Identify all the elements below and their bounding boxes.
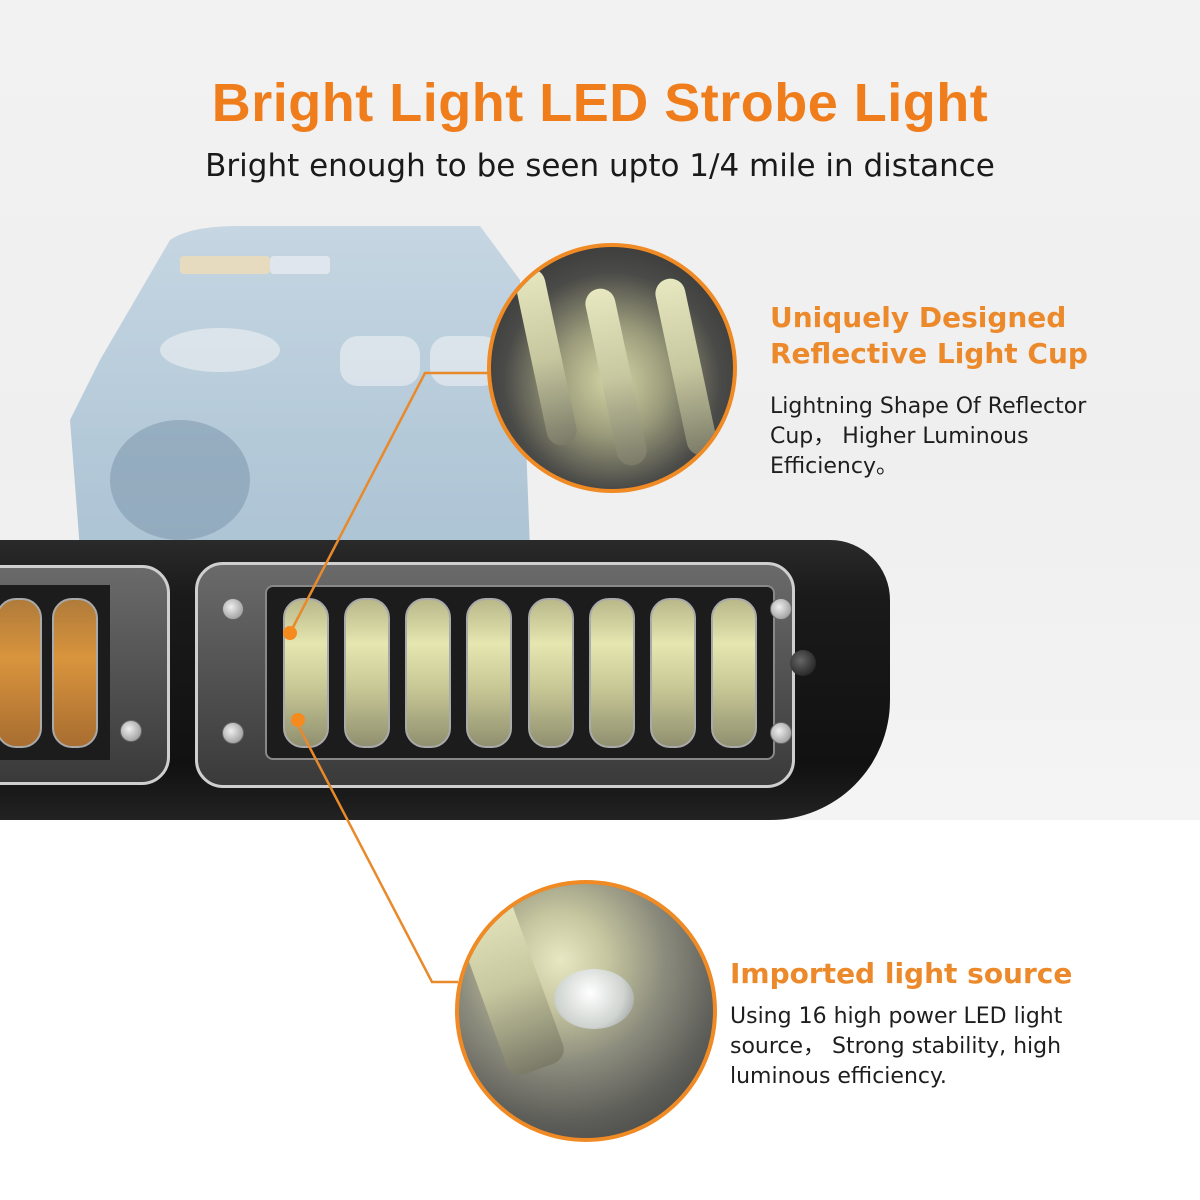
body-line: luminous efficiency. xyxy=(730,1064,947,1089)
police-car-image xyxy=(70,226,530,550)
callout-dot xyxy=(291,713,305,727)
main-lens xyxy=(265,585,775,760)
reflector-cup-closeup xyxy=(487,243,737,493)
heading-line: Uniquely Designed xyxy=(770,301,1067,334)
body-line: Cup， Higher Luminous xyxy=(770,424,1029,449)
led-white xyxy=(405,597,452,748)
led-white xyxy=(650,597,697,748)
mount-bolt xyxy=(790,650,816,676)
screw-icon xyxy=(770,722,792,744)
screw-icon xyxy=(120,720,142,742)
left-lens xyxy=(0,585,110,760)
led-white xyxy=(466,597,513,748)
body-line: source， Strong stability, high xyxy=(730,1034,1062,1059)
led-dome xyxy=(554,969,634,1029)
screw-icon xyxy=(222,722,244,744)
callout-dot xyxy=(283,626,297,640)
page-subtitle: Bright enough to be seen upto 1/4 mile i… xyxy=(205,148,995,184)
callout-heading-reflective-cup: Uniquely Designed Reflective Light Cup xyxy=(770,300,1170,372)
callout-body-reflective-cup: Lightning Shape Of Reflector Cup， Higher… xyxy=(770,392,1160,482)
heading-line: Reflective Light Cup xyxy=(770,337,1088,370)
led-white xyxy=(343,597,390,748)
page-title: Bright Light LED Strobe Light xyxy=(211,73,989,133)
led-white xyxy=(527,597,574,748)
led-source-closeup xyxy=(455,880,717,1142)
screw-icon xyxy=(770,598,792,620)
callout-body-light-source: Using 16 high power LED light source， St… xyxy=(730,1002,1130,1092)
led-amber xyxy=(52,597,98,748)
body-line: Lightning Shape Of Reflector xyxy=(770,394,1087,419)
reflector-detail xyxy=(582,285,650,469)
reflector-detail xyxy=(512,265,580,449)
body-line: Efficiency。 xyxy=(770,454,898,479)
screw-icon xyxy=(222,598,244,620)
callout-heading-light-source: Imported light source xyxy=(730,957,1073,990)
led-white xyxy=(588,597,635,748)
led-white xyxy=(711,597,758,748)
led-amber xyxy=(0,597,42,748)
reflector-detail xyxy=(652,275,720,459)
led-white xyxy=(282,597,329,748)
led-detail xyxy=(459,889,568,1079)
body-line: Using 16 high power LED light xyxy=(730,1004,1063,1029)
